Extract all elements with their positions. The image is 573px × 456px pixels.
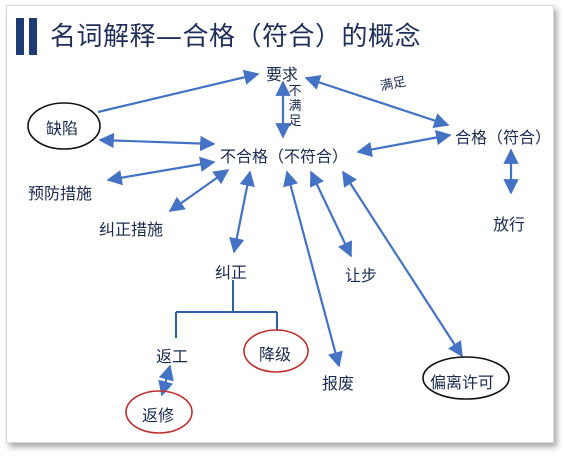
node-rework: 返工 [156,347,189,366]
node-defect: 缺陷 [46,119,79,138]
node-nonconforming: 不合格（不符合） [220,147,349,166]
node-repair: 返修 [142,406,175,425]
edge-nonconforming-preventive [106,156,216,186]
edge-nonconforming-correction [229,170,255,254]
edge-rework-repair [158,364,174,397]
edge-defect-requirement [97,69,260,114]
edge-nonconforming-conforming [356,129,452,158]
repair-ellipse [125,390,193,434]
downgrade-ellipse [243,329,309,373]
edge-defect-nonconforming [98,132,216,152]
edge-requirement-conforming [304,75,450,128]
node-requirement: 要求 [266,65,299,84]
edge-nonconforming-concession [310,170,352,258]
node-correction: 纠正 [215,263,248,282]
node-release: 放行 [493,215,526,234]
node-preventive-action: 预防措施 [28,184,93,203]
page-title: 名词解释—合格（符合）的概念 [50,22,422,52]
correction-tree [175,280,278,338]
deviation-ellipse [422,356,510,400]
node-deviation-permit: 偏离许可 [430,373,495,392]
edge-nonconforming-deviation [342,170,463,358]
node-concession: 让步 [345,266,378,285]
node-scrap: 报废 [322,374,355,393]
edge-nonconforming-scrap [283,170,343,368]
defect-ellipse [27,102,101,150]
node-corrective-action: 纠正措施 [99,220,164,239]
node-downgrade: 降级 [259,345,292,364]
node-conforming: 合格（符合） [455,128,552,147]
title-accent-bar [29,18,37,55]
title-accent-bar [16,18,24,55]
edge-nonconforming-corrective [168,169,230,212]
edge-label-not-satisfy: 不满足 [288,84,302,129]
